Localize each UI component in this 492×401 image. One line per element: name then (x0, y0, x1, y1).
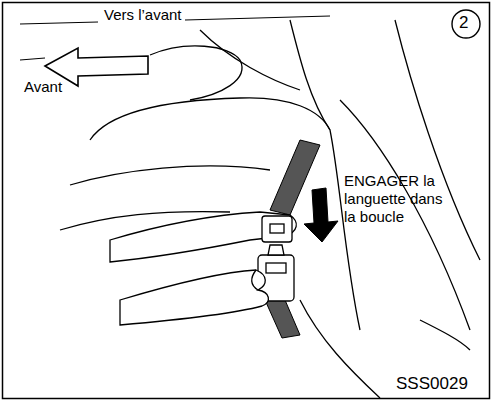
frame (3, 3, 490, 399)
lower-hand (120, 270, 268, 325)
insert-arrow (304, 188, 338, 242)
seat-outline (60, 20, 480, 398)
figure-code: SSS0029 (396, 374, 468, 394)
direction-label: Vers l’avant (104, 6, 182, 24)
callout-circle (452, 10, 480, 38)
buckle-strap (265, 300, 300, 338)
instruction-label: ENGAGER la languette dans la boucle (344, 172, 456, 226)
upper-hand (110, 212, 296, 262)
direction-label: Avant (24, 78, 62, 96)
callout-number: 2 (459, 13, 468, 33)
